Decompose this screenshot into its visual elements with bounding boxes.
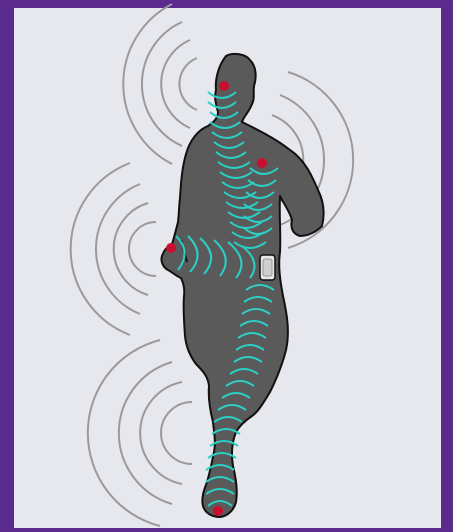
radio-waves-head-left [123,4,197,164]
sensor-dot-wrist [166,243,176,253]
sensor-dot-chest [257,158,267,168]
runner-silhouette [161,54,323,517]
device-screen [263,259,272,276]
sensor-dot-ankle [213,506,223,516]
radio-waves-wrist-left [71,163,156,335]
radio-waves-leg-left [88,340,192,526]
sensor-dot-head [219,81,229,91]
